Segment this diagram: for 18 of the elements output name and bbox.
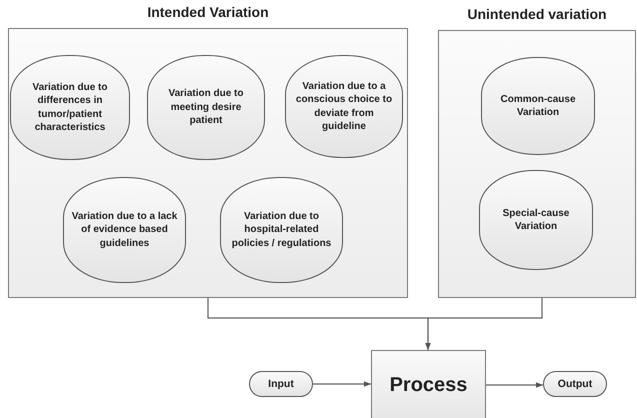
- node-label: Variation due to differences in tumor/patient characteristics: [31, 80, 108, 134]
- node-label: Output: [558, 378, 592, 390]
- node-label: Common-cause Variation: [499, 92, 576, 120]
- node-label: Variation due to meeting desire patient: [167, 87, 244, 128]
- terminal-shape: [543, 371, 607, 397]
- group-heading: Unintended variation: [466, 6, 608, 22]
- group-heading: Intended Variation: [146, 4, 270, 20]
- node-label: Process: [390, 374, 468, 397]
- node-label: Input: [268, 378, 294, 390]
- connector-arrow: [486, 382, 543, 388]
- node-label: Special-cause Variation: [502, 206, 570, 234]
- node-label: Variation due to hospital-related policies / regulations: [230, 210, 332, 250]
- node-label: Variation due to a lack of evidence based guidelines: [70, 210, 178, 250]
- terminal-shape: [249, 371, 313, 397]
- node-label: Variation due to a conscious choice to deviate from guideline: [294, 80, 394, 134]
- connector-arrow: [425, 298, 543, 350]
- connector-arrow: [313, 381, 371, 387]
- process-box: [371, 350, 486, 418]
